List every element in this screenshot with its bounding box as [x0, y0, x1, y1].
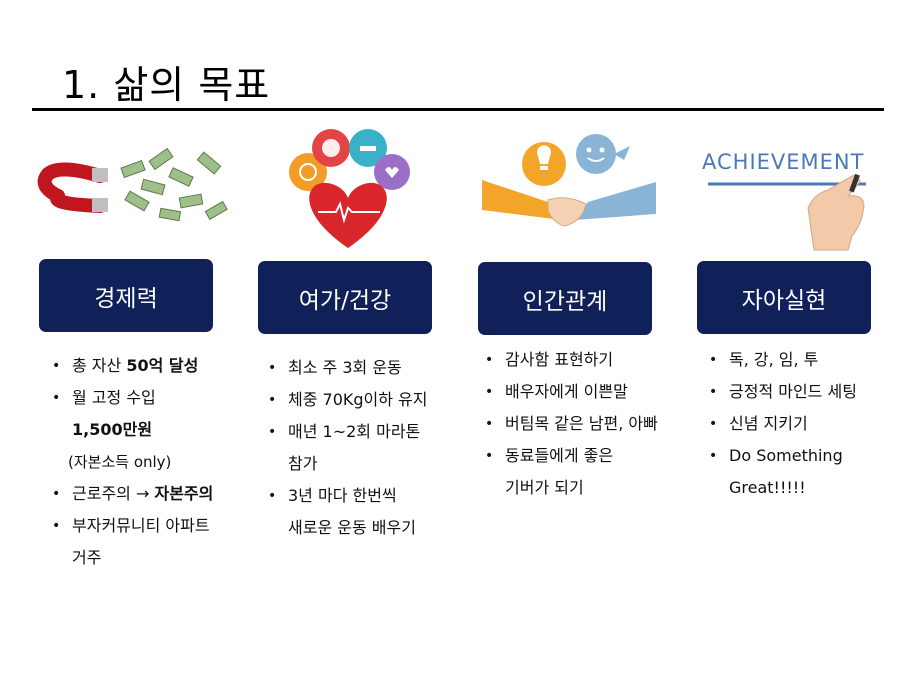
list-item: Do Something Great!!!!! — [709, 440, 904, 504]
category-label: 경제력 — [94, 285, 158, 312]
list-item: 신념 지키기 — [709, 408, 904, 440]
list-item: 배우자에게 이쁜말 — [485, 376, 700, 408]
category-label: 여가/건강 — [298, 287, 392, 314]
list-item: 매년 1~2회 마라톤 참가 — [268, 416, 468, 480]
relationship-goals-list: 감사함 표현하기 배우자에게 이쁜말 버팀목 같은 남편, 아빠 동료들에게 좋… — [485, 344, 700, 504]
list-item: 체중 70Kg이하 유지 — [268, 384, 468, 416]
page-title: 1. 삶의 목표 — [62, 63, 271, 107]
achievement-text: ACHIEVEMENT — [702, 150, 865, 174]
list-item: 독, 강, 임, 투 — [709, 344, 904, 376]
list-item: 월 고정 수입 1,500만원 (자본소득 only) — [52, 382, 262, 478]
handshake-icon — [482, 134, 656, 227]
category-box-self-realization: 자아실현 — [697, 261, 871, 334]
list-item: 부자커뮤니티 아파트 거주 — [52, 510, 262, 574]
achievement-icon: ACHIEVEMENT — [702, 146, 878, 252]
list-item: 최소 주 3회 운동 — [268, 352, 468, 384]
category-box-health: 여가/건강 — [258, 261, 432, 334]
list-item: 총 자산 50억 달성 — [52, 350, 262, 382]
title-divider — [32, 108, 884, 111]
economy-goals-list: 총 자산 50억 달성 월 고정 수입 1,500만원 (자본소득 only) … — [52, 350, 262, 574]
category-box-economy: 경제력 — [39, 259, 213, 332]
category-box-relationship: 인간관계 — [478, 262, 652, 335]
list-item: 동료들에게 좋은 기버가 되기 — [485, 440, 700, 504]
list-item: 버팀목 같은 남편, 아빠 — [485, 408, 700, 440]
list-item: 3년 마다 한번씩 새로운 운동 배우기 — [268, 480, 468, 544]
money-magnet-icon — [37, 147, 228, 222]
category-label: 자아실현 — [741, 287, 827, 314]
list-item: 감사함 표현하기 — [485, 344, 700, 376]
self-realization-goals-list: 독, 강, 임, 투 긍정적 마인드 세팅 신념 지키기 Do Somethin… — [709, 344, 904, 504]
list-item: 긍정적 마인드 세팅 — [709, 376, 904, 408]
category-label: 인간관계 — [522, 288, 608, 315]
list-item: 근로주의 → 자본주의 — [52, 478, 262, 510]
health-heart-icon — [289, 129, 410, 248]
health-goals-list: 최소 주 3회 운동 체중 70Kg이하 유지 매년 1~2회 마라톤 참가 3… — [268, 352, 468, 544]
